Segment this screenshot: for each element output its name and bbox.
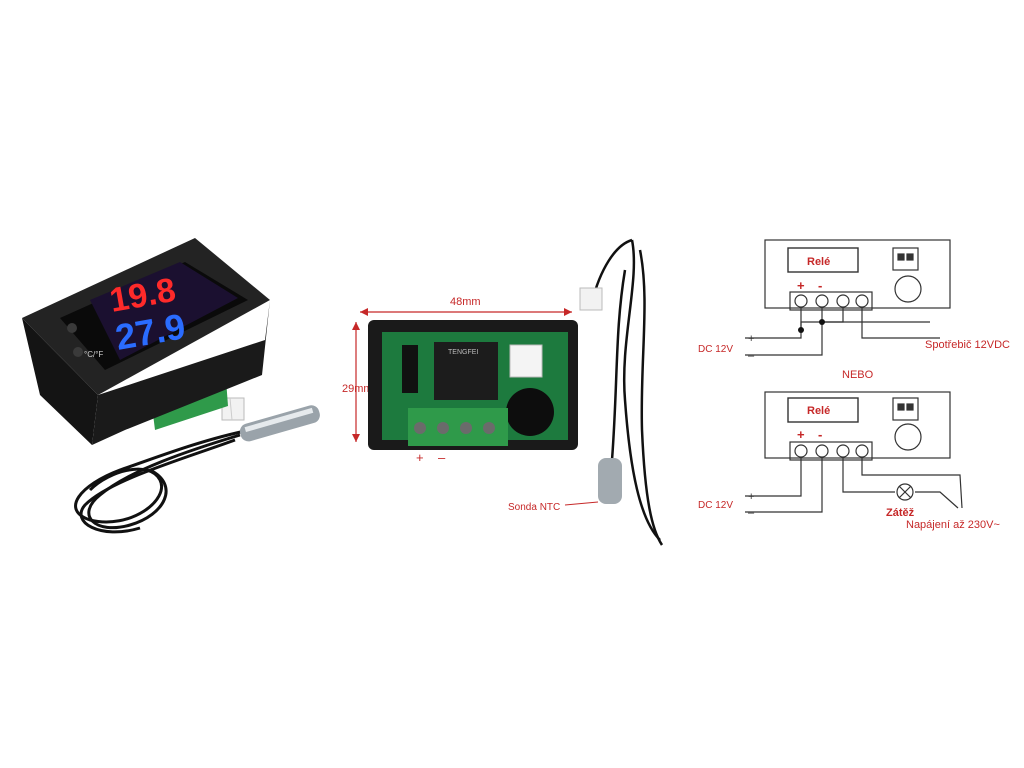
height-label: 29mm <box>342 383 373 395</box>
dc-minus-1: – <box>748 350 755 362</box>
supply-label-2: Napájení až 230V~ <box>906 519 1000 531</box>
module-box-2 <box>764 391 951 459</box>
probe-tip <box>239 405 320 442</box>
board-probe-connector <box>579 287 603 311</box>
board-photo: 48mm 29mm TENGFEI + – <box>342 238 664 546</box>
height-dimension <box>352 322 360 442</box>
board-minus-label: – <box>438 450 446 465</box>
terminal-plus-1: + <box>797 278 805 293</box>
sensor-socket <box>509 344 543 378</box>
board-probe-tip <box>598 458 622 504</box>
terminal-minus-2: - <box>818 427 822 442</box>
dc-label-2: DC 12V <box>698 500 733 511</box>
dc-minus-2: – <box>748 507 755 519</box>
load-label-2: Zátěž <box>886 507 915 519</box>
unit-label: °C/°F <box>84 350 103 359</box>
terminal-plus-2: + <box>797 427 805 442</box>
diode <box>402 345 418 393</box>
dc-plus-1: + <box>748 333 754 345</box>
relay-label-1: Relé <box>807 256 830 268</box>
board-terminals <box>408 408 508 446</box>
terminal-minus-1: - <box>818 278 822 293</box>
relay-brand: TENGFEI <box>448 349 478 356</box>
dc-label-1: DC 12V <box>698 344 733 355</box>
probe-cable <box>74 428 251 534</box>
buzzer <box>506 388 554 436</box>
thermostat-case <box>22 238 270 445</box>
board-probe-cable <box>590 238 664 546</box>
set-button[interactable] <box>67 323 77 333</box>
width-dimension <box>360 308 572 316</box>
separator-label: NEBO <box>842 369 874 381</box>
load-lamp <box>896 483 914 501</box>
module-box-1 <box>764 239 951 309</box>
board-plus-label: + <box>416 450 424 465</box>
wiring-diagram-2 <box>745 391 963 513</box>
relay-label-2: Relé <box>807 405 830 417</box>
mode-button[interactable] <box>73 347 83 357</box>
load-label-1: Spotřebič 12VDC <box>925 339 1010 351</box>
probe-label: Sonda NTC <box>508 502 560 513</box>
wiring-diagram-1 <box>745 239 951 356</box>
width-label: 48mm <box>450 296 481 308</box>
relay <box>434 342 498 400</box>
thermostat-photo: 19.8 27.9 °C/°F <box>22 238 320 534</box>
dc-plus-2: + <box>748 491 754 503</box>
